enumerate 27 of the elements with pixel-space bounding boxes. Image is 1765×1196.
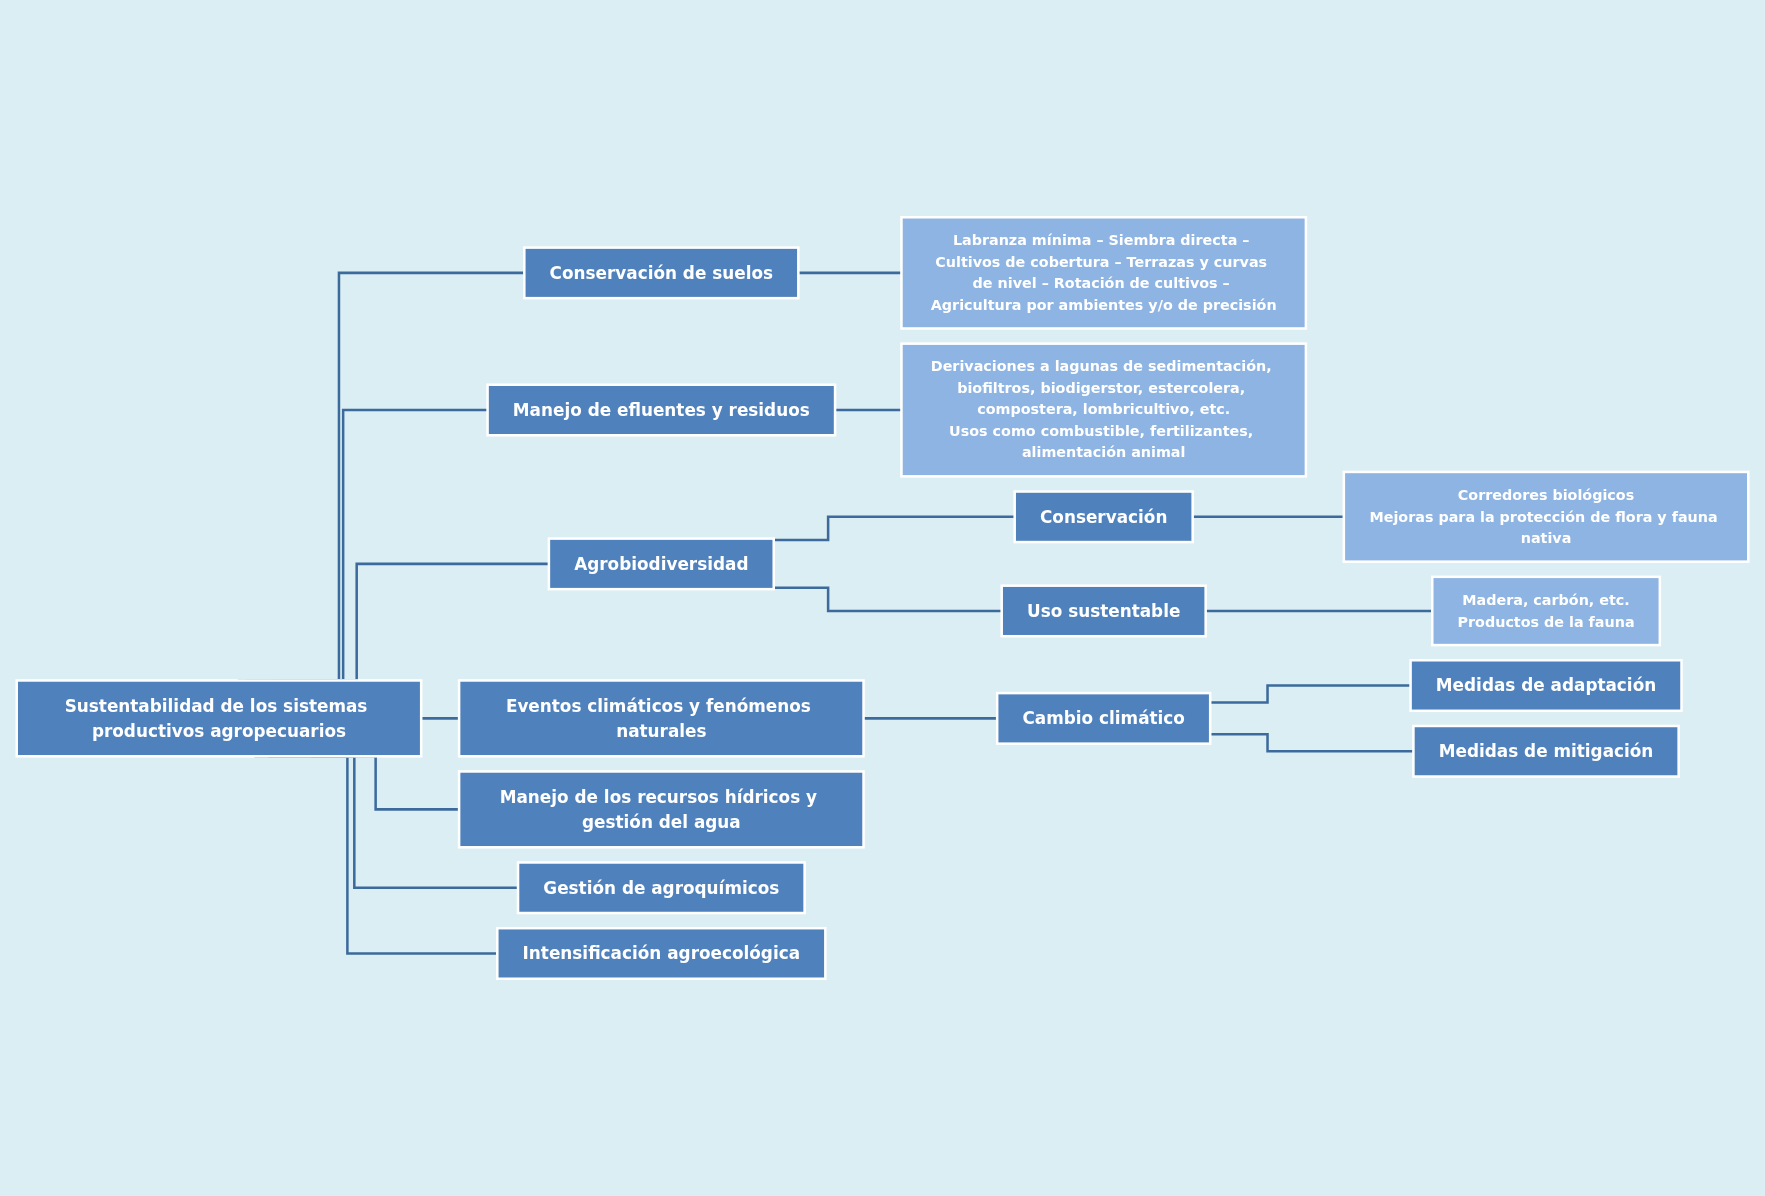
node-box: Derivaciones a lagunas de sedimentación, biofiltros, biodigerstor, estercolera, compostera, lombricultivo, etc. Usos como combustible, fertilizantes, alimentación animal [900, 342, 1308, 478]
node-box: Medidas de adaptación [1409, 659, 1683, 713]
connector [1192, 515, 1344, 519]
node-box: Labranza mínima – Siembra directa – Cultivos de cobertura – Terrazas y curvas de nivel – Rotación de cultivos – Agricultura por ambientes y/o de precisión [900, 216, 1308, 330]
connector [798, 271, 902, 275]
connector [1210, 732, 1414, 753]
node-box: Madera, carbón, etc. Productos de la fauna [1431, 575, 1662, 647]
node-box: Cambio climático [995, 691, 1212, 745]
connector [773, 515, 1015, 542]
node-box: Sustentabilidad de los sistemas productivos agropecuarios [15, 679, 423, 758]
node-box: Uso sustentable [1000, 584, 1207, 638]
node-box: Eventos climáticos y fenómenos naturales [457, 679, 865, 758]
connector [1205, 609, 1433, 613]
connector [835, 408, 902, 412]
node-box: Agrobiodiversidad [547, 537, 775, 591]
node-box: Conservación de suelos [523, 246, 800, 300]
node-box: Manejo de efluentes y residuos [486, 383, 837, 437]
connector [863, 717, 998, 720]
node-box: Medidas de mitigación [1412, 724, 1680, 778]
node-box: Manejo de los recursos hídricos y gestión del agua [457, 770, 865, 849]
connector [421, 717, 460, 720]
node-box: Gestión de agroquímicos [516, 861, 806, 915]
node-box: Intensificación agroecológica [496, 926, 827, 980]
connector [1210, 684, 1411, 704]
node-box: Conservación [1013, 490, 1194, 544]
connector [773, 586, 1002, 613]
node-box: Corredores biológicos Mejoras para la protección de flora y fauna nativa [1342, 470, 1750, 563]
